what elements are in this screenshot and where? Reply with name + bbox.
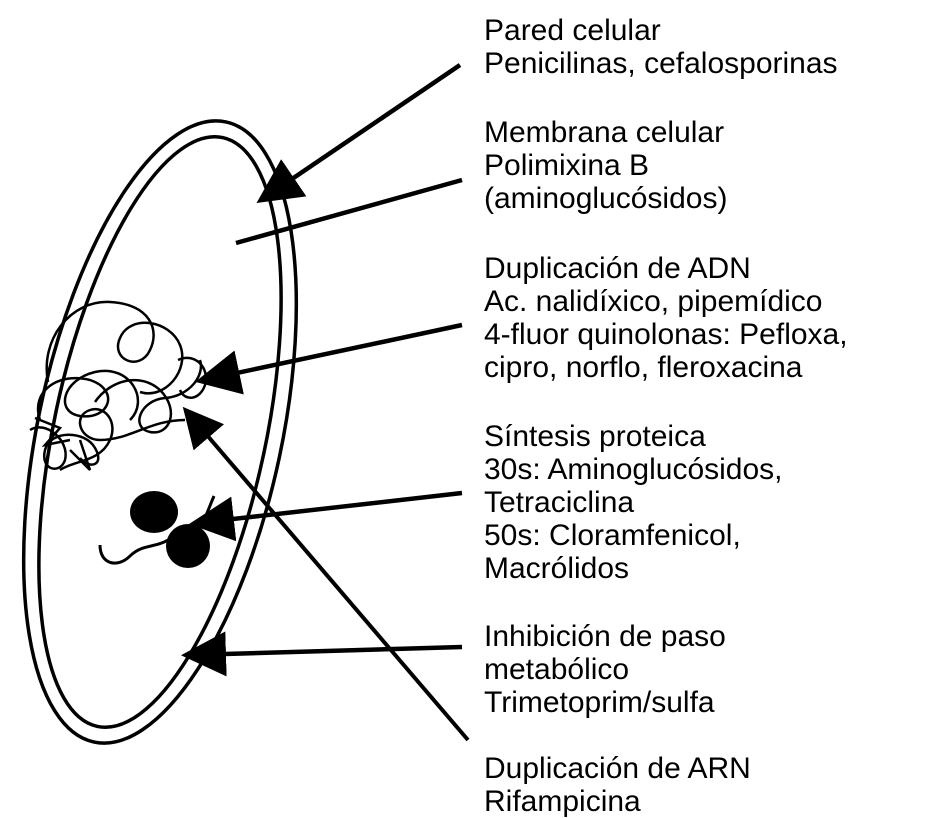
label-protein-synthesis: Síntesis proteica 30s: Aminoglucósidos, …: [484, 420, 783, 585]
label-line: Membrana celular: [484, 116, 727, 149]
label-line: Duplicación de ARN: [484, 752, 751, 785]
label-cell-membrane: Membrana celular Polimixina B (aminogluc…: [484, 116, 727, 215]
rna-arrow: [188, 413, 468, 740]
label-line: Penicilinas, cefalosporinas: [484, 47, 838, 80]
label-line: Duplicación de ADN: [484, 252, 848, 285]
label-line: Macrólidos: [484, 552, 783, 585]
ribosome: [100, 491, 214, 568]
metabolic-arrow: [190, 647, 462, 655]
label-line: 30s: Aminoglucósidos,: [484, 453, 783, 486]
label-metabolic-inhibition: Inhibición de paso metabólico Trimetopri…: [484, 620, 726, 719]
label-line: Tetraciclina: [484, 486, 783, 519]
label-cell-wall: Pared celular Penicilinas, cefalosporina…: [484, 14, 838, 80]
label-rna-duplication: Duplicación de ARN Rifampicina: [484, 752, 751, 818]
label-dna-duplication: Duplicación de ADN Ac. nalidíxico, pipem…: [484, 252, 848, 384]
label-line: (aminoglucósidos): [484, 182, 727, 215]
cell-membrane-arrow: [236, 180, 462, 243]
label-line: 4-fluor quinolonas: Pefloxa,: [484, 318, 848, 351]
cell-wall-arrow: [264, 65, 460, 198]
dna-tangle: [30, 302, 206, 470]
label-line: cipro, norflo, fleroxacina: [484, 351, 848, 384]
label-line: Pared celular: [484, 14, 838, 47]
label-line: Trimetoprim/sulfa: [484, 686, 726, 719]
label-line: Polimixina B: [484, 149, 727, 182]
dna-arrow: [204, 325, 462, 380]
label-line: Ac. nalidíxico, pipemídico: [484, 285, 848, 318]
label-line: Síntesis proteica: [484, 420, 783, 453]
label-line: 50s: Cloramfenicol,: [484, 519, 783, 552]
label-line: Inhibición de paso: [484, 620, 726, 653]
label-line: Rifampicina: [484, 785, 751, 818]
label-line: metabólico: [484, 653, 726, 686]
protein-synthesis-arrow: [198, 493, 462, 523]
